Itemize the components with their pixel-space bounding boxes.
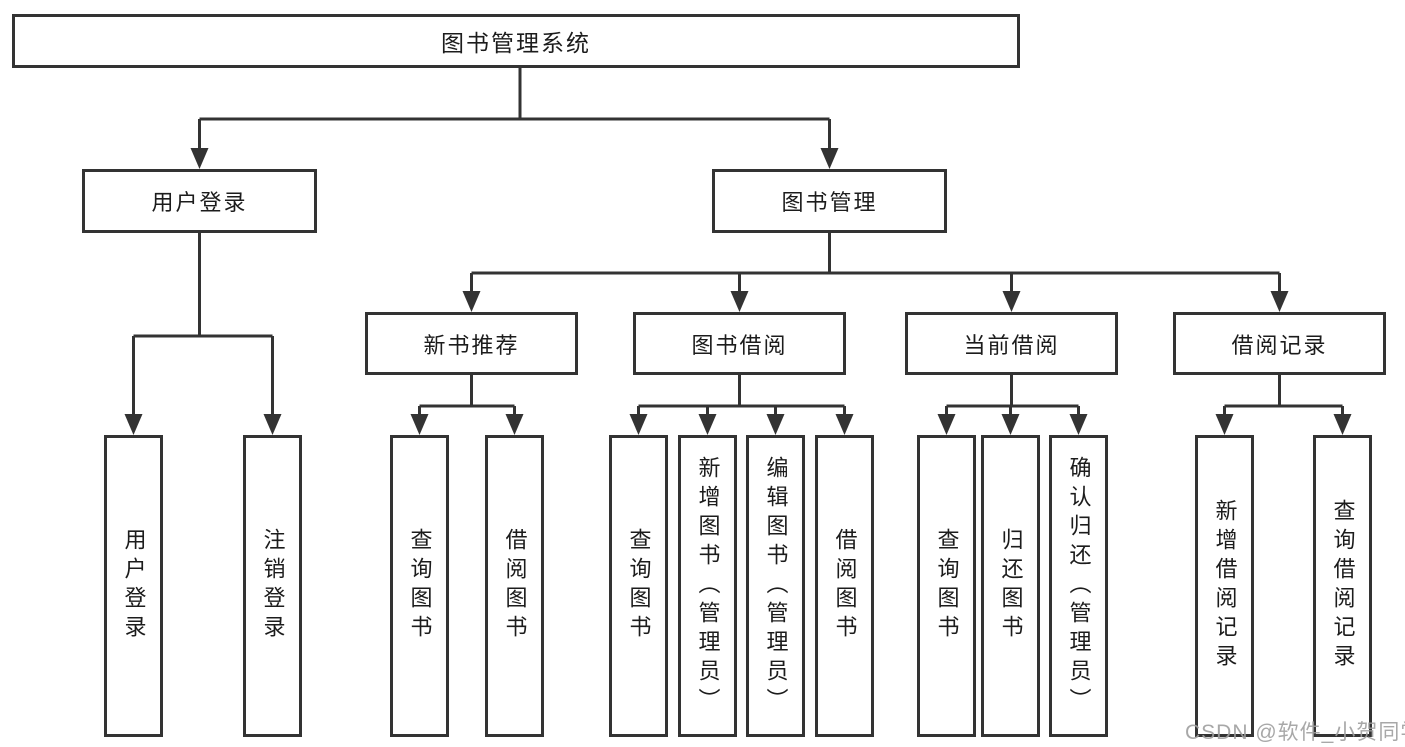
leaf-user-login: 用户登录	[104, 435, 163, 737]
arrowheads	[124, 148, 1352, 435]
leaf-query-books-recommend: 查询图书	[390, 435, 449, 737]
leaf-return-books: 归还图书	[981, 435, 1040, 737]
leaf-confirm-return-admin: 确认归还（管理员）	[1049, 435, 1108, 737]
leaf-query-borrow-record: 查询借阅记录	[1313, 435, 1372, 737]
node-book-borrowing: 图书借阅	[633, 312, 846, 375]
leaf-query-books-current: 查询图书	[917, 435, 976, 737]
leaf-add-books-admin: 新增图书（管理员）	[678, 435, 737, 737]
node-user-login: 用户登录	[82, 169, 317, 233]
leaf-add-borrow-record: 新增借阅记录	[1195, 435, 1254, 737]
node-borrowing-records: 借阅记录	[1173, 312, 1386, 375]
node-current-borrowing: 当前借阅	[905, 312, 1118, 375]
leaf-logout: 注销登录	[243, 435, 302, 737]
node-new-book-recommend: 新书推荐	[365, 312, 578, 375]
leaf-borrow-books: 借阅图书	[815, 435, 874, 737]
leaf-borrow-books-recommend: 借阅图书	[485, 435, 544, 737]
csdn-watermark: CSDN @软件_小贺同学	[1185, 721, 1405, 744]
leaf-edit-books-admin: 编辑图书（管理员）	[746, 435, 805, 737]
node-book-management: 图书管理	[712, 169, 947, 233]
leaf-query-books-borrow: 查询图书	[609, 435, 668, 737]
node-library-management-system: 图书管理系统	[12, 14, 1020, 68]
